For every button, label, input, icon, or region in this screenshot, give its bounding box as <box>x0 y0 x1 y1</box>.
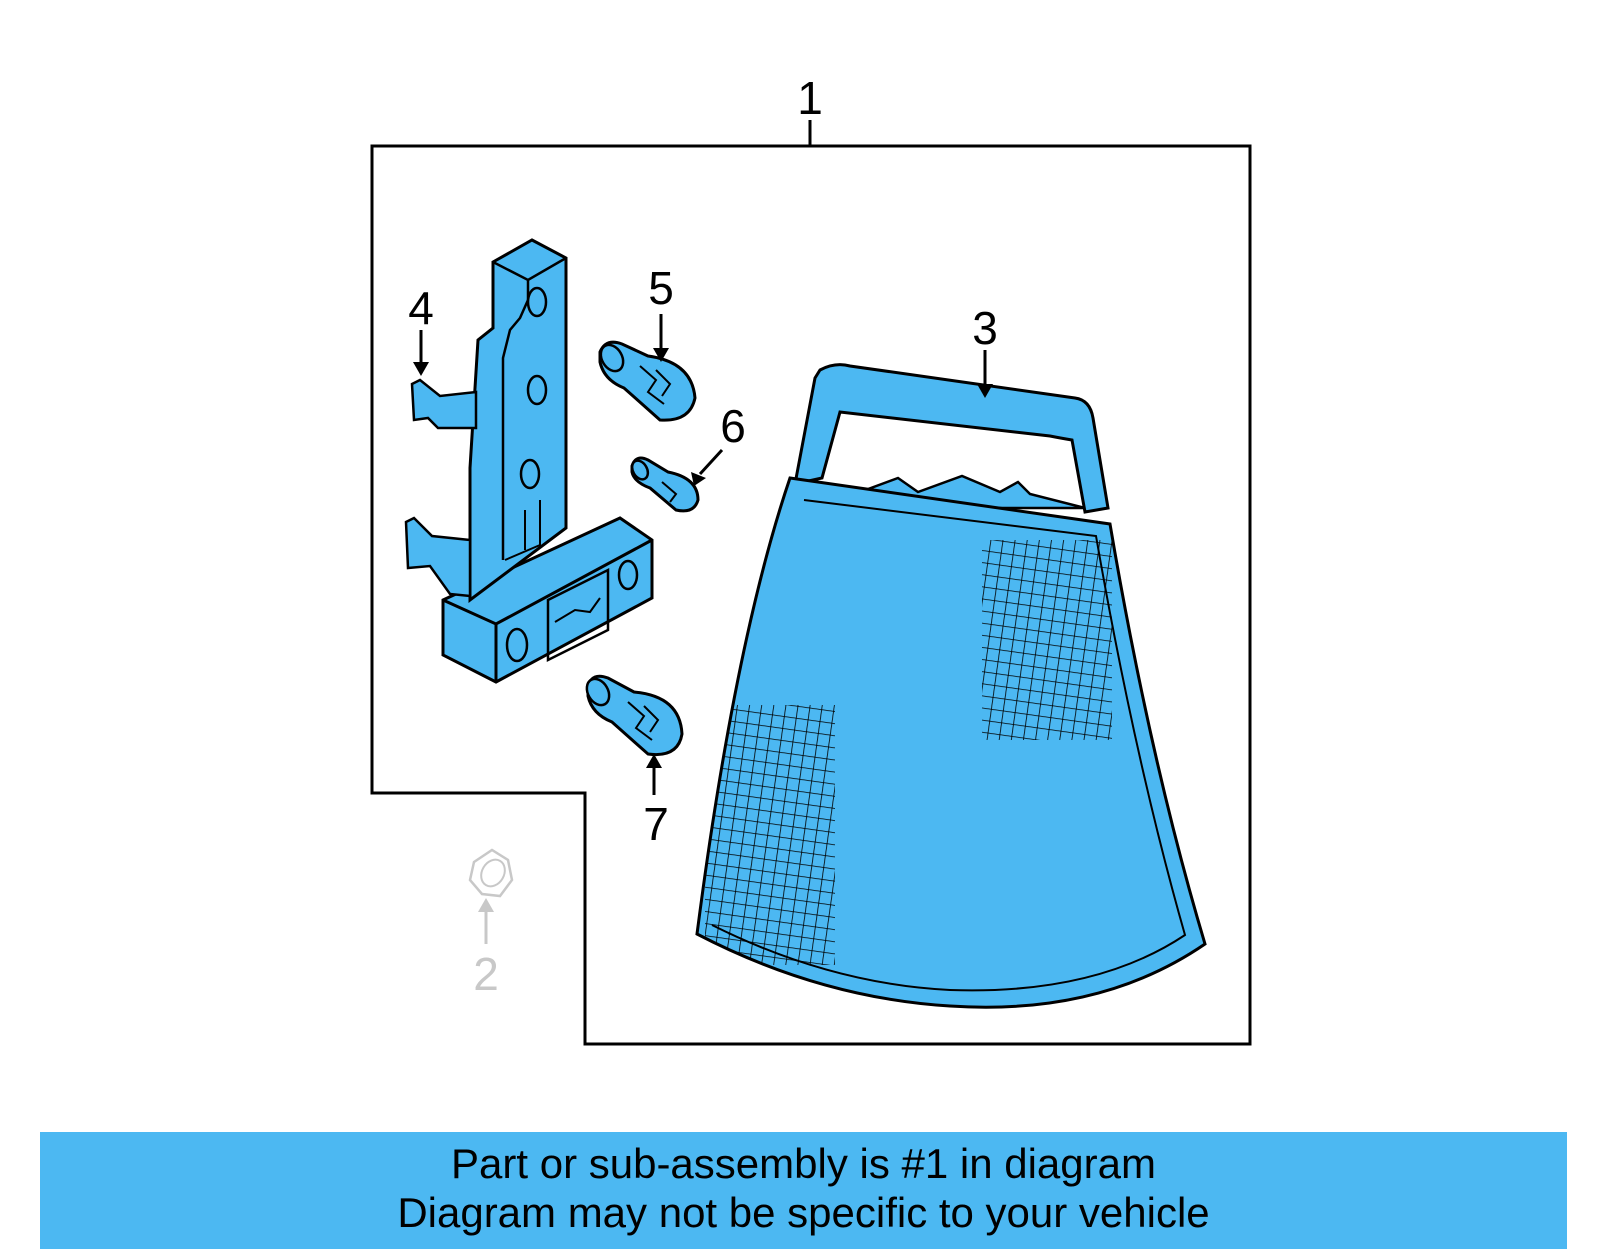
callout-6-arrowhead <box>691 472 706 486</box>
banner-line-1: Part or sub-assembly is #1 in diagram <box>451 1140 1156 1187</box>
callout-6-arrow <box>698 448 724 476</box>
nut-2 <box>468 848 514 944</box>
callout-5-arrowhead <box>653 348 669 362</box>
callout-6: 6 <box>720 400 746 452</box>
callout-2-arrowhead <box>478 898 494 912</box>
callout-7: 7 <box>643 798 669 850</box>
socket-clip-lower <box>404 516 472 598</box>
bulb-5 <box>598 314 697 422</box>
callout-5: 5 <box>648 262 674 314</box>
callout-7-arrowhead <box>646 754 662 768</box>
lens-grid-bottom <box>705 705 835 965</box>
bulb-7 <box>585 674 684 795</box>
callout-4: 4 <box>408 282 434 334</box>
callout-3: 3 <box>972 302 998 354</box>
callout-2: 2 <box>473 948 499 1000</box>
socket-clip-upper <box>410 378 478 430</box>
lens-assembly <box>695 350 1207 1009</box>
callout-4-arrowhead <box>413 362 429 376</box>
callout-1: 1 <box>797 72 823 124</box>
info-banner: Part or sub-assembly is #1 in diagram Di… <box>40 1132 1567 1249</box>
callout-3-arrowhead <box>977 384 993 398</box>
assembly-boundary <box>370 144 1252 1046</box>
lens-gasket <box>793 363 1110 514</box>
socket-harness <box>404 238 654 684</box>
bulb-6 <box>630 448 724 513</box>
banner-line-2: Diagram may not be specific to your vehi… <box>397 1189 1210 1236</box>
socket-stem <box>468 238 568 603</box>
lens-inner-edge <box>711 499 1187 992</box>
lens-grid-top <box>982 540 1112 740</box>
